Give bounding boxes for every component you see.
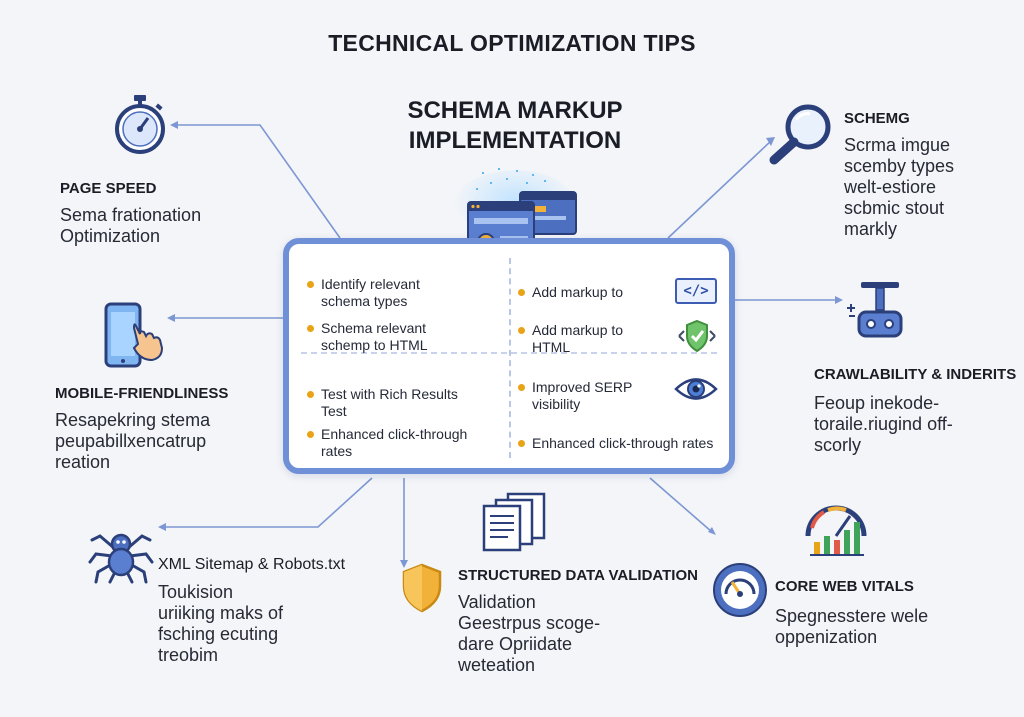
bullet-identify-schema: Identify relevant schema types [307, 276, 420, 310]
bullet-schema-relevant: Schema relevant schemp to HTML [307, 320, 428, 354]
desc-line: welt-estiore [844, 177, 937, 197]
magnifier-icon [769, 104, 831, 165]
bullet-line: HTML [532, 339, 571, 355]
desc-line: Optimization [60, 226, 161, 246]
bullet-add-markup-html: Add markup to HTML [517, 322, 624, 356]
node-mobile-title: MOBILE-FRIENDLINESS [55, 385, 229, 402]
bullet-line: Identify relevant [321, 276, 420, 292]
bullet-line: Enhanced click-through [321, 426, 468, 442]
node-page-speed-title: PAGE SPEED [60, 180, 157, 197]
desc-line: uriiking maks of [158, 603, 284, 623]
desc-line: Validation [458, 592, 536, 612]
node-structured-desc: Validation Geestrpus scoge- dare Opriida… [458, 592, 600, 676]
desc-line: Geestrpus scoge- [458, 613, 601, 633]
desc-line: treobim [158, 645, 219, 665]
node-cwv-desc: Spegnesstere wele oppenization [775, 606, 928, 648]
stopwatch-icon [115, 95, 165, 154]
bullet-line: Enhanced click-through rates [532, 435, 714, 451]
documents-icon [482, 492, 546, 552]
node-xml-title: XML Sitemap & Robots.txt [158, 556, 346, 573]
bullet-line: Test with Rich Results [321, 386, 458, 402]
bullet-test-rich-results: Test with Rich Results Test [307, 386, 458, 420]
desc-line: scbmic stout [844, 198, 945, 218]
panel-divider-horizontal [301, 352, 717, 354]
desc-line: dare Opriidate [458, 634, 573, 654]
smartphone-touch-icon [104, 302, 164, 368]
bullet-line: visibility [532, 396, 581, 412]
schema-implementation-panel: Identify relevant schema types Schema re… [283, 238, 735, 474]
desc-line: Sema frationation [60, 205, 202, 225]
desc-line: Resapekring stema [55, 410, 211, 430]
desc-line: markly [844, 219, 897, 239]
node-cwv-title: CORE WEB VITALS [775, 578, 914, 595]
connector-page-speed [178, 124, 341, 239]
speedometer-icon [713, 563, 767, 617]
shield-icon [402, 563, 442, 613]
desc-line: weteation [458, 655, 536, 675]
connector-cwv [649, 477, 713, 533]
desc-line: oppenization [775, 627, 878, 647]
desc-line: toraile.riugind off- [814, 414, 953, 434]
gauge-chart-icon [805, 505, 867, 556]
eye-icon [674, 378, 718, 400]
desc-line: fsching ecuting [158, 624, 279, 644]
bullet-line: Add markup to [532, 284, 624, 300]
node-page-speed-desc: Sema frationation Optimization [60, 205, 201, 247]
bullet-line: Schema relevant [321, 320, 427, 336]
bullet-line: Improved SERP [532, 379, 633, 395]
bullet-line: Test [321, 403, 347, 419]
desc-line: Scrma imgue [844, 135, 951, 155]
bullet-add-markup: Add markup to [517, 284, 624, 301]
page-title: TECHNICAL OPTIMIZATION TIPS [328, 30, 696, 56]
node-mobile-desc: Resapekring stema peupabillxencatrup rea… [55, 410, 210, 473]
bullet-line: rates [321, 443, 353, 459]
bullet-enhanced-ctr-left: Enhanced click-through rates [306, 426, 468, 460]
desc-line: peupabillxencatrup [55, 431, 207, 451]
desc-line: reation [55, 452, 111, 472]
bullet-line: Add markup to [532, 322, 624, 338]
desc-line: Spegnesstere wele [775, 606, 929, 626]
node-crawl-title: CRAWLABILITY & INDERITS [814, 366, 1017, 383]
node-xml-desc: Toukision uriiking maks of fsching ecuti… [158, 582, 283, 666]
bullet-line: schemp to HTML [321, 337, 428, 353]
center-title-line1: SCHEMA MARKUP [407, 97, 623, 124]
center-title: SCHEMA MARKUP IMPLEMENTATION [330, 96, 700, 156]
node-crawl-desc: Feoup inekode- toraile.riugind off- scor… [814, 393, 953, 456]
node-schemg-desc: Scrma imgue scemby types welt-estiore sc… [844, 135, 954, 240]
bullet-improved-serp: Improved SERP visibility [517, 379, 633, 413]
code-icon: </> [675, 278, 717, 304]
connector-schemg [667, 139, 773, 239]
node-schemg-title: SCHEMG [844, 110, 910, 127]
shield-check-icon [678, 319, 716, 353]
desc-line: Toukision [158, 582, 234, 602]
panel-divider-vertical [509, 258, 511, 458]
desc-line: scemby types [844, 156, 955, 176]
bullet-line: schema types [321, 293, 408, 309]
center-title-line2: IMPLEMENTATION [408, 127, 622, 154]
spider-icon [88, 533, 154, 584]
desc-line: scorly [814, 435, 862, 455]
crawler-robot-icon [847, 282, 903, 338]
bullet-enhanced-ctr-right: Enhanced click-through rates [517, 435, 714, 452]
node-structured-title: STRUCTURED DATA VALIDATION [458, 567, 698, 584]
desc-line: Feoup inekode- [814, 393, 940, 413]
connector-xml [166, 477, 373, 528]
